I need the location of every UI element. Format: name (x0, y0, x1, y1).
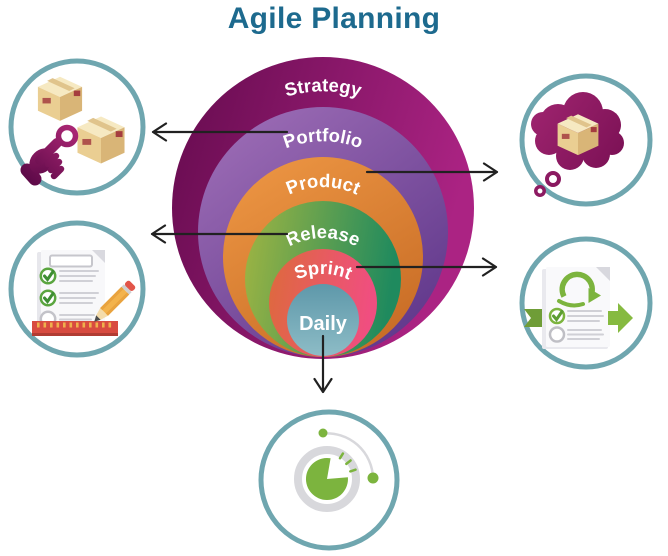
check-icon (552, 310, 564, 322)
paper-curl (596, 267, 610, 281)
check-icon (43, 292, 55, 304)
sprint-document-icon (519, 236, 653, 370)
sprint-loop-icon (557, 271, 601, 308)
timer-icon (258, 409, 400, 551)
daily-down-arrow (313, 334, 333, 394)
thought-bubble (545, 171, 561, 187)
timer-dot (318, 428, 328, 438)
checkbox-empty (548, 326, 566, 343)
thought-bubble (534, 185, 546, 197)
timer-dot (367, 472, 379, 484)
page-title: Agile Planning (227, 2, 441, 35)
package-selection-icon (8, 58, 146, 196)
release-left-arrow (150, 224, 289, 244)
arrow-tail (524, 309, 545, 327)
product-right-arrow (365, 162, 499, 182)
ruler-icon (32, 321, 118, 336)
checklist-icon (8, 220, 146, 358)
daily-label: Daily (299, 313, 348, 335)
paper-curl (92, 250, 105, 263)
timer-sweep-arc (322, 432, 375, 479)
timer-ticks (338, 452, 357, 473)
timer-pie (305, 457, 348, 500)
check-icon (43, 270, 55, 282)
portfolio-left-arrow (151, 122, 289, 142)
daily-circle (287, 284, 359, 356)
idea-cloud-icon (519, 73, 653, 207)
arrow-head (608, 303, 633, 333)
sprint-right-arrow (355, 257, 498, 277)
paper-header-box (49, 254, 93, 268)
agile-planning-onion: Strategy Portfolio Product Release Sprin… (172, 57, 474, 359)
hand-cursor-icon (20, 124, 79, 186)
pencil-icon (94, 280, 136, 322)
